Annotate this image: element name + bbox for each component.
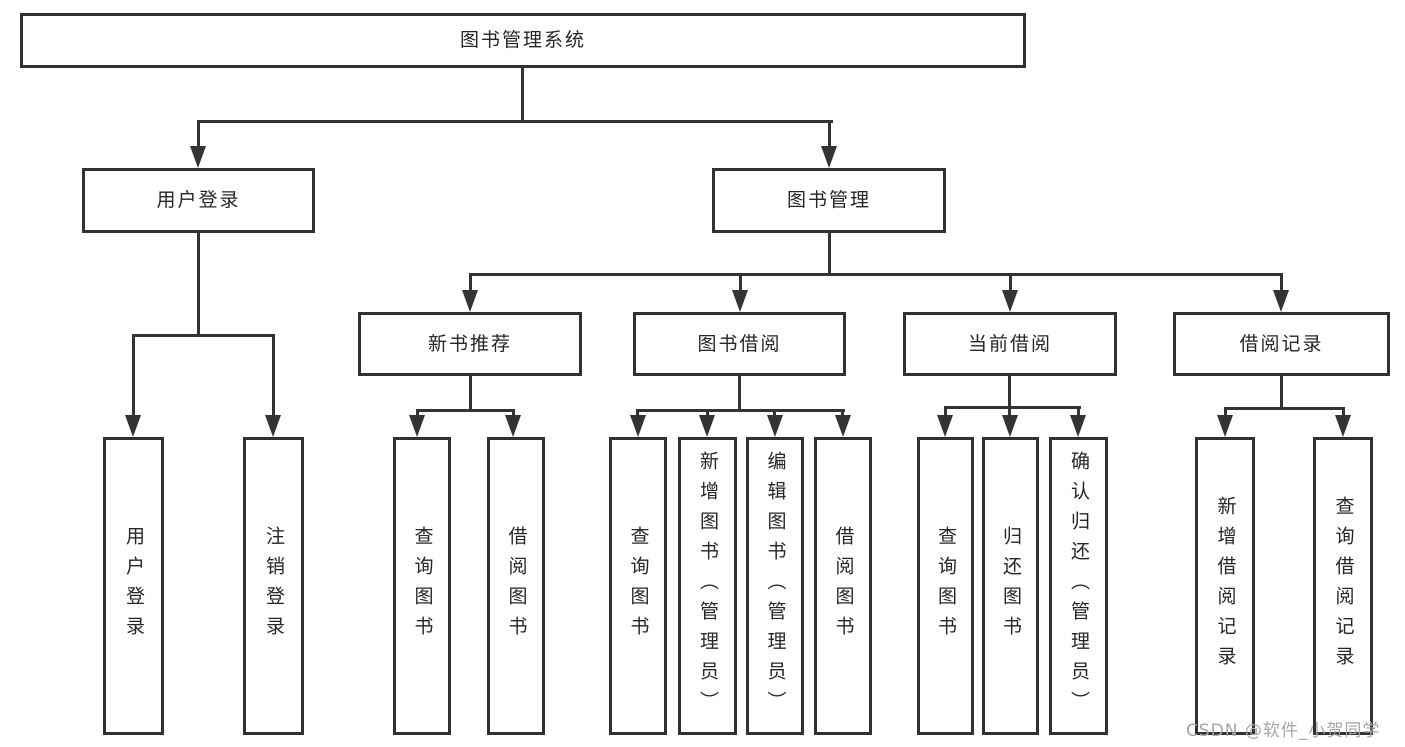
connector-l3-drop [1009, 273, 1012, 292]
arrow-down-icon [1002, 415, 1018, 437]
leaf-bor-borrow-books-label: 借阅图书 [832, 526, 855, 646]
leaf-bor-add-books-admin: 新增图书（管理员） [678, 437, 737, 735]
leaf-user-login: 用户登录 [103, 437, 164, 735]
leaf-cur-return-books: 归还图书 [982, 437, 1039, 735]
leaf-rec-borrow-books-label: 借阅图书 [505, 526, 528, 646]
connector-mgmt-stem [828, 233, 831, 276]
connector-user-drop [197, 120, 200, 148]
leaf-bor-edit-books-admin-label: 编辑图书（管理员） [764, 451, 787, 721]
connector-bor-drop [636, 409, 639, 417]
connector-bor-rail [637, 409, 845, 412]
leaf-logout-label: 注销登录 [263, 526, 285, 646]
arrow-down-icon [265, 415, 281, 437]
connector-l3-drop [739, 273, 742, 292]
leaf-rec-query-books: 查询图书 [393, 437, 451, 735]
leaf-rec-query-books-label: 查询图书 [411, 526, 434, 646]
connector-user-stem [197, 233, 200, 334]
arrow-down-icon [767, 415, 783, 437]
connector-cur-drop [1008, 406, 1011, 417]
arrow-down-icon [937, 415, 953, 437]
leaf-query-borrow-record-label: 查询借阅记录 [1332, 496, 1355, 676]
connector-recd-stem [1280, 376, 1283, 410]
leaf-bor-query-books: 查询图书 [609, 437, 667, 735]
node-book-mgmt-label: 图书管理 [786, 189, 871, 211]
connector-bor-stem [738, 376, 741, 410]
connector-bor-drop [841, 409, 844, 417]
connector-mgmt-rail [469, 273, 1283, 276]
leaf-add-borrow-record: 新增借阅记录 [1195, 437, 1255, 735]
connector-recd-rail [1224, 407, 1345, 410]
node-current-borrow-label: 当前借阅 [967, 332, 1052, 355]
arrow-down-icon [462, 290, 478, 312]
arrow-down-icon [505, 415, 521, 437]
node-book-borrow-label: 图书借阅 [697, 332, 782, 355]
leaf-bor-borrow-books: 借阅图书 [814, 437, 872, 735]
leaf-user-login-label: 用户登录 [123, 526, 145, 646]
connector-root-stem [521, 68, 524, 120]
connector-root-rail [197, 120, 833, 123]
connector-rec-drop [512, 409, 515, 417]
leaf-cur-confirm-return-admin: 确认归还（管理员） [1049, 437, 1108, 735]
connector-recd-drop [1342, 407, 1345, 417]
connector-user-drop [132, 334, 135, 415]
connector-bor-drop [773, 409, 776, 417]
connector-cur-stem [1008, 376, 1011, 409]
node-new-book-rec-label: 新书推荐 [427, 332, 512, 355]
connector-user-rail [132, 334, 275, 337]
connector-cur-drop [1077, 406, 1080, 417]
arrow-down-icon [190, 146, 206, 168]
arrow-down-icon [699, 415, 715, 437]
node-new-book-rec: 新书推荐 [358, 312, 582, 376]
leaf-cur-query-books: 查询图书 [917, 437, 974, 735]
arrow-down-icon [125, 415, 141, 437]
leaf-bor-add-books-admin-label: 新增图书（管理员） [697, 451, 719, 721]
connector-rec-rail [416, 409, 515, 412]
arrow-down-icon [821, 146, 837, 168]
connector-recd-drop [1224, 407, 1227, 417]
arrow-down-icon [1002, 290, 1018, 312]
arrow-down-icon [630, 415, 646, 437]
leaf-query-borrow-record: 查询借阅记录 [1313, 437, 1373, 735]
arrow-down-icon [1273, 290, 1289, 312]
arrow-down-icon [409, 415, 425, 437]
leaf-add-borrow-record-label: 新增借阅记录 [1214, 496, 1237, 676]
connector-rec-drop [416, 409, 419, 417]
leaf-cur-confirm-return-admin-label: 确认归还（管理员） [1068, 451, 1090, 721]
node-user-login-branch: 用户登录 [82, 168, 315, 233]
leaf-bor-edit-books-admin: 编辑图书（管理员） [746, 437, 804, 735]
arrow-down-icon [835, 415, 851, 437]
node-borrow-records: 借阅记录 [1173, 312, 1390, 376]
leaf-cur-query-books-label: 查询图书 [935, 526, 957, 646]
connector-cur-drop [944, 406, 947, 417]
arrow-down-icon [732, 290, 748, 312]
node-user-login-label: 用户登录 [156, 189, 241, 211]
node-root-label: 图书管理系统 [459, 29, 586, 51]
node-borrow-records-label: 借阅记录 [1239, 332, 1324, 355]
leaf-rec-borrow-books: 借阅图书 [487, 437, 545, 735]
connector-mgmt-drop [828, 120, 831, 148]
connector-l3-drop [469, 273, 472, 292]
connector-cur-rail [944, 406, 1081, 409]
leaf-cur-return-books-label: 归还图书 [1000, 526, 1022, 646]
arrow-down-icon [1217, 415, 1233, 437]
csdn-watermark: CSDN @软件_小贺同学 [1186, 721, 1381, 741]
node-book-mgmt-branch: 图书管理 [712, 168, 946, 233]
leaf-logout: 注销登录 [243, 437, 304, 735]
connector-rec-stem [469, 376, 472, 410]
connector-bor-drop [706, 409, 709, 417]
node-root: 图书管理系统 [20, 13, 1026, 68]
connector-l3-drop [1280, 273, 1283, 292]
leaf-bor-query-books-label: 查询图书 [627, 526, 650, 646]
node-current-borrow: 当前借阅 [903, 312, 1117, 376]
connector-user-drop [272, 334, 275, 415]
arrow-down-icon [1335, 415, 1351, 437]
arrow-down-icon [1070, 415, 1086, 437]
node-book-borrow: 图书借阅 [633, 312, 846, 376]
